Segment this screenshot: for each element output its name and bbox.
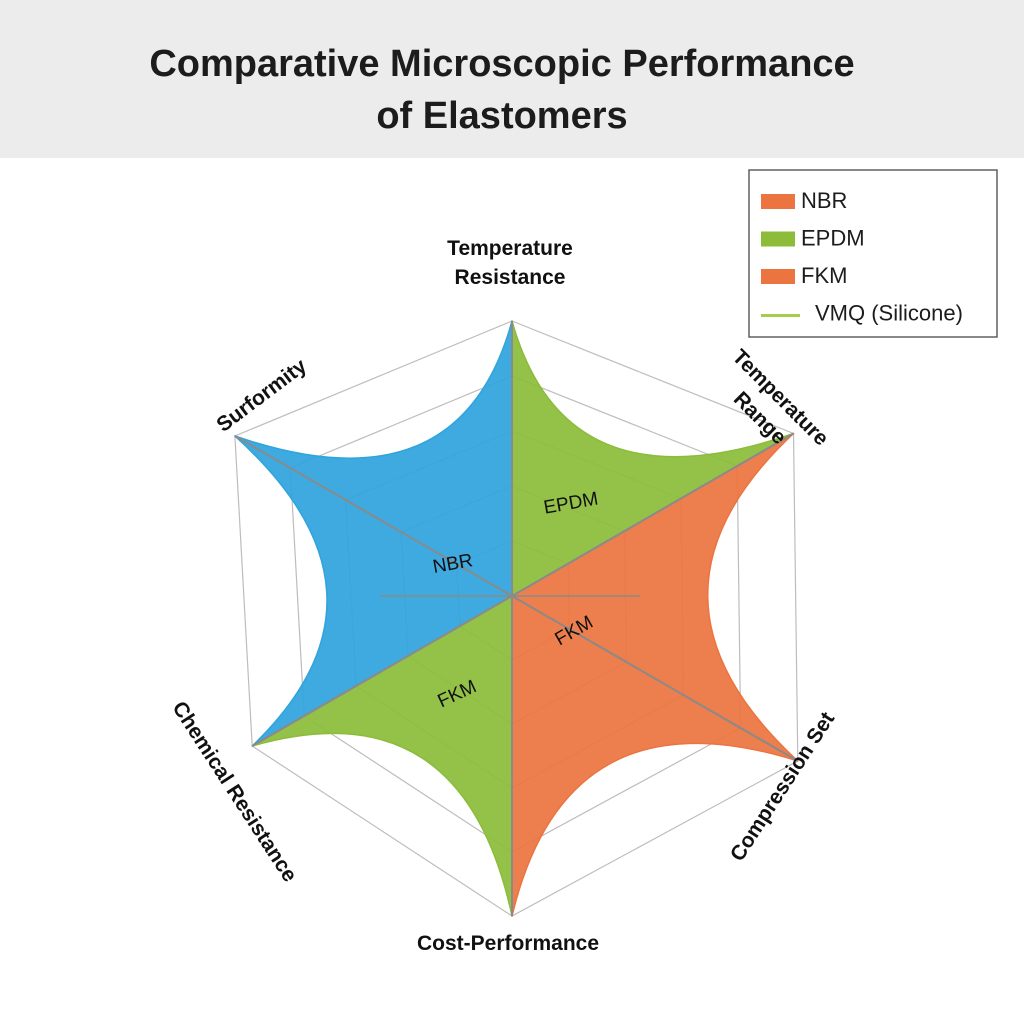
axis-label-surformity: Surformity	[212, 354, 311, 436]
chart-title: Comparative Microscopic Performance of E…	[0, 38, 1004, 142]
legend-swatch-fkm	[761, 269, 795, 284]
chart-title-line-1: Comparative Microscopic Performance	[149, 43, 855, 85]
region-fill-epdm-1	[511, 320, 795, 597]
chart-title-line-2: of Elastomers	[376, 95, 628, 137]
legend-label-vmq-silicone: VMQ (Silicone)	[815, 300, 963, 325]
axis-spoke-surformity	[234, 435, 513, 597]
legend-swatch-epdm	[761, 231, 795, 247]
legend-item-nbr: NBR	[761, 188, 847, 213]
legend-label-nbr: NBR	[801, 188, 847, 213]
radar-fills	[234, 320, 799, 917]
legend-item-fkm: FKM	[761, 263, 847, 288]
axis-spoke-compression-set	[511, 595, 799, 762]
axis-label-text-surformity: Surformity	[212, 354, 311, 436]
title-band	[0, 0, 1024, 158]
legend: NBR EPDM FKM VMQ (Silicone)	[748, 169, 998, 338]
legend-label-fkm: FKM	[801, 263, 847, 288]
legend-label-epdm: EPDM	[801, 225, 865, 250]
axis-label-cost-performance: Cost-Performance	[417, 932, 599, 955]
legend-swatch-nbr	[761, 194, 795, 209]
axis-spoke-temperature-range	[511, 432, 794, 597]
radar-axes	[234, 321, 799, 916]
axis-spoke-chemical-resistance	[251, 595, 513, 747]
legend-item-vmq-silicone: VMQ (Silicone)	[761, 300, 963, 325]
region-fill-fkm-2	[251, 595, 513, 917]
axis-label-text-cost-performance: Cost-Performance	[417, 932, 599, 955]
legend-item-epdm: EPDM	[761, 225, 865, 250]
